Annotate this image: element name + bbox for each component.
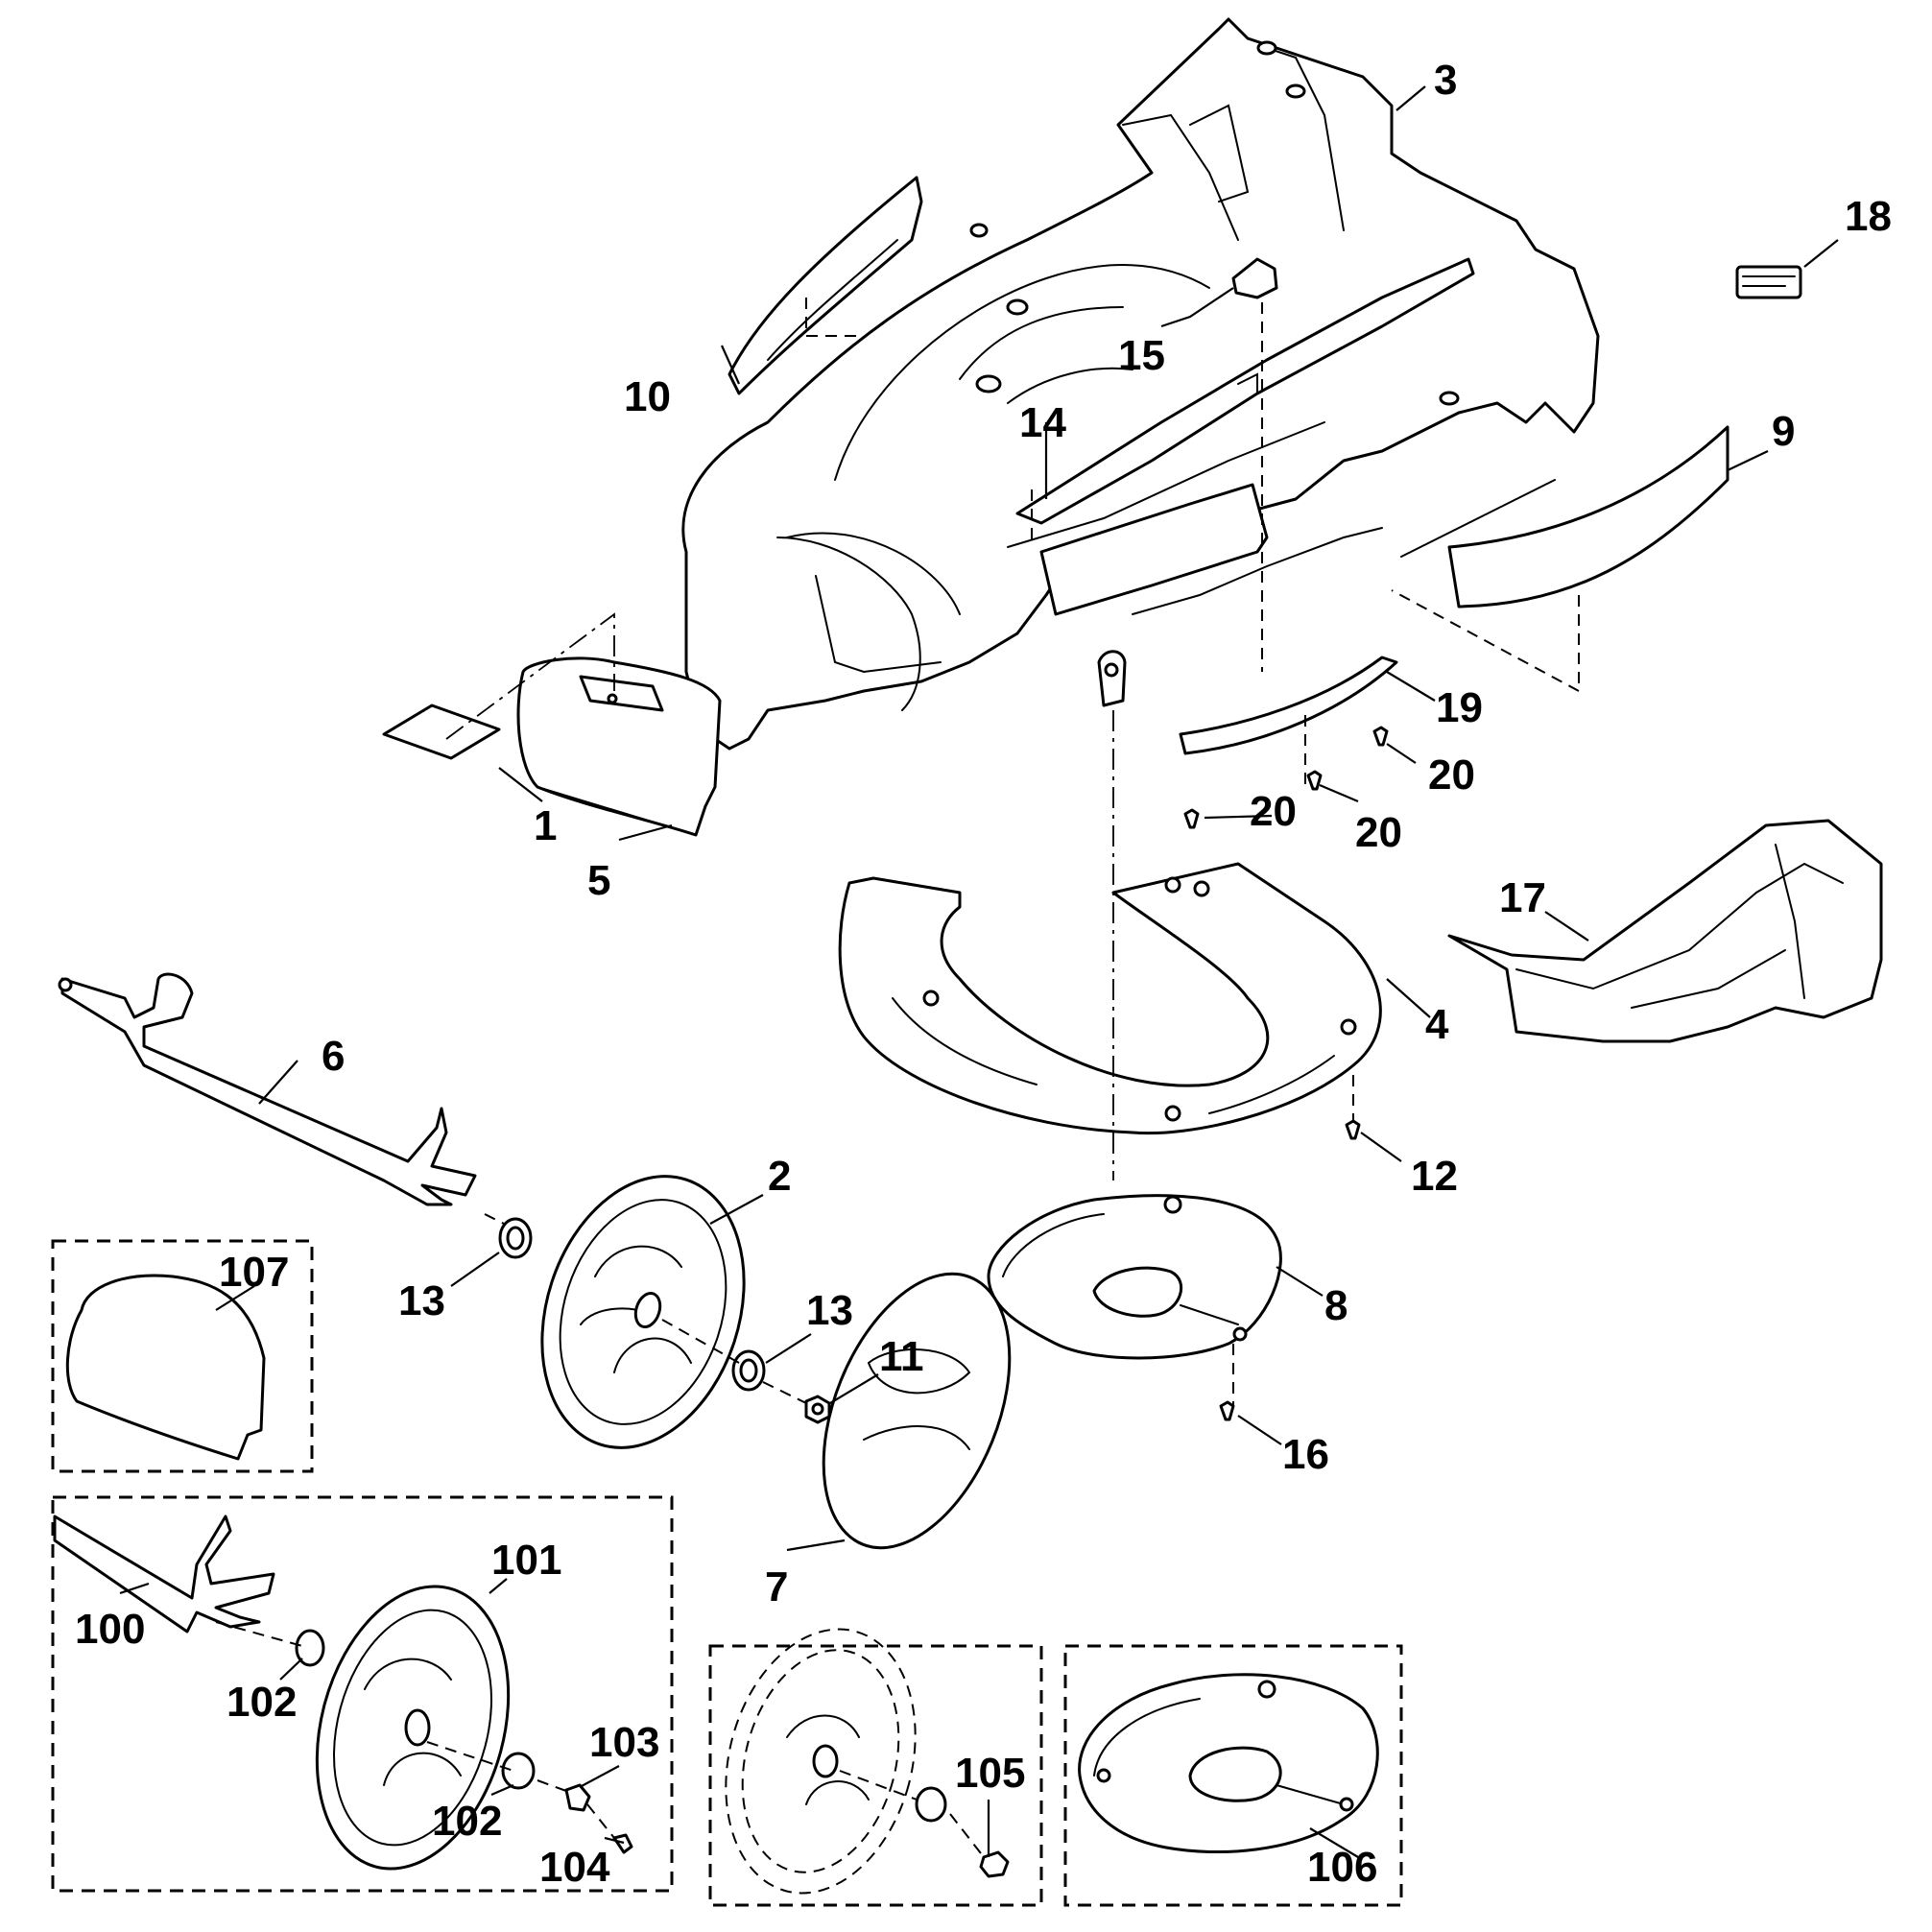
callout-103: 103 (589, 1719, 659, 1766)
screw-12 (1345, 1119, 1361, 1140)
callout-7: 7 (765, 1563, 788, 1610)
label-plate-18 (1735, 265, 1802, 299)
callout-12: 12 (1411, 1153, 1458, 1200)
option-box-106 (1063, 1644, 1403, 1907)
callout-101: 101 (491, 1537, 561, 1584)
callout-3: 3 (1434, 57, 1457, 104)
callout-labels: 3 18 9 10 15 14 1 5 19 20 20 20 17 4 12 … (75, 57, 1892, 1891)
callout-107: 107 (219, 1249, 289, 1296)
side-skirt-9 (1447, 425, 1729, 608)
callout-18: 18 (1845, 193, 1892, 240)
option-box-107 (51, 1239, 314, 1473)
clip-15 (1231, 257, 1278, 299)
bearing-13b (731, 1349, 766, 1392)
strip-19 (1179, 656, 1398, 755)
sticker-1 (382, 704, 501, 760)
leader-lines (119, 85, 1839, 1858)
callout-10: 10 (624, 373, 671, 420)
inner-strip (1015, 257, 1475, 525)
callout-14: 14 (1019, 399, 1066, 446)
callout-11: 11 (879, 1333, 924, 1380)
assembly-lines (445, 298, 1580, 1406)
callout-105: 105 (955, 1750, 1025, 1797)
nut-11 (804, 1395, 831, 1424)
callout-104: 104 (539, 1844, 610, 1891)
grass-catcher-17 (1447, 819, 1883, 1043)
bearing-13a (498, 1217, 533, 1259)
callout-102b: 102 (432, 1798, 502, 1845)
callout-20c: 20 (1355, 809, 1402, 856)
callout-102a: 102 (227, 1679, 297, 1726)
callout-16: 16 (1282, 1431, 1329, 1478)
callout-8: 8 (1324, 1282, 1348, 1329)
callout-1: 1 (534, 802, 557, 849)
hubcap-7 (822, 1272, 1012, 1550)
wheel-2 (540, 1175, 746, 1449)
deck-housing (681, 17, 1600, 751)
option-box-100 (51, 1495, 674, 1893)
side-cover-10 (727, 176, 923, 395)
screw-20a (1183, 808, 1200, 829)
callout-17: 17 (1499, 874, 1546, 921)
callout-5: 5 (587, 857, 610, 904)
callout-106: 106 (1307, 1844, 1377, 1891)
cutting-plate-4 (838, 862, 1382, 1135)
callout-20a: 20 (1428, 751, 1475, 799)
callout-13b: 13 (806, 1287, 853, 1334)
callout-2: 2 (768, 1153, 791, 1200)
screw-16 (1219, 1400, 1235, 1421)
callout-100: 100 (75, 1606, 145, 1653)
callout-6: 6 (322, 1033, 345, 1080)
callout-20b: 20 (1250, 788, 1297, 835)
callout-9: 9 (1772, 408, 1795, 455)
screw-20b (1306, 770, 1323, 791)
screw-20c (1372, 726, 1389, 747)
callout-19: 19 (1436, 684, 1483, 731)
axle-6 (58, 972, 477, 1206)
option-box-105 (708, 1628, 1043, 1907)
callout-4: 4 (1425, 1001, 1449, 1048)
lower-plate-8 (987, 1194, 1282, 1360)
callout-15: 15 (1118, 332, 1165, 379)
callout-13a: 13 (398, 1277, 445, 1324)
